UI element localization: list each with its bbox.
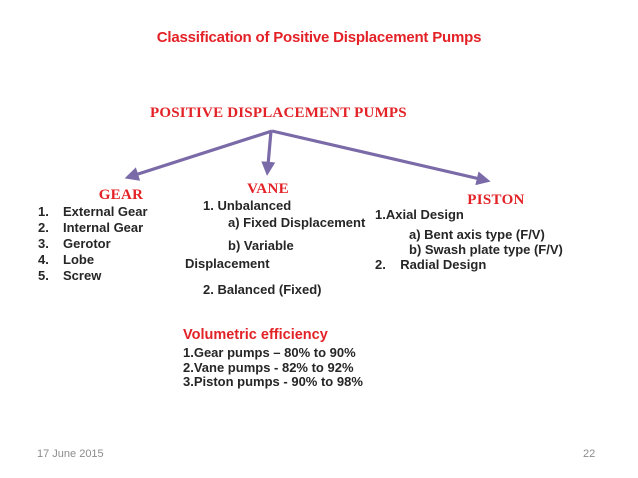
efficiency-line: 2.Vane pumps - 82% to 92%: [183, 359, 354, 375]
arrow-to-piston: [271, 129, 491, 186]
vane-line: Displacement: [185, 256, 270, 271]
efficiency-heading: Volumetric efficiency: [183, 327, 328, 343]
vane-heading: VANE: [247, 181, 289, 197]
item-text: Gerotor: [63, 236, 111, 251]
item-number: 1.: [38, 204, 49, 219]
piston-line: a) Bent axis type (F/V): [409, 227, 545, 242]
root-node-label: POSITIVE DISPLACEMENT PUMPS: [150, 105, 407, 121]
item-number: 3.: [38, 236, 49, 251]
footer-date: 17 June 2015: [37, 448, 104, 460]
item-text: External Gear: [63, 204, 148, 219]
item-number: 5.: [38, 268, 49, 283]
slide-title: Classification of Positive Displacement …: [156, 29, 482, 46]
efficiency-list: 1.Gear pumps – 80% to 90% 2.Vane pumps -…: [183, 345, 363, 390]
item-text: Lobe: [63, 252, 95, 267]
gear-heading: GEAR: [98, 187, 144, 203]
item-number: 4.: [38, 252, 49, 267]
arrow-to-gear: [124, 129, 273, 181]
list-item: 3. Gerotor: [38, 236, 148, 252]
vane-line: b) Variable: [228, 238, 294, 253]
list-item: 4. Lobe: [38, 252, 148, 268]
piston-line: b) Swash plate type (F/V): [409, 242, 563, 257]
arrow-to-vane: [261, 130, 276, 176]
piston-line: 1.Axial Design: [375, 207, 464, 222]
footer-page-number: 22: [583, 448, 596, 460]
vane-line: 2. Balanced (Fixed): [203, 282, 322, 297]
piston-heading: PISTON: [467, 192, 525, 208]
vane-line: a) Fixed Displacement: [228, 215, 366, 230]
item-text: Screw: [63, 268, 102, 283]
vane-line: 1. Unbalanced: [203, 198, 292, 213]
gear-list: 1. External Gear 2. Internal Gear 3. Ger…: [38, 204, 148, 284]
list-item: 5. Screw: [38, 268, 148, 284]
piston-line: 2. Radial Design: [375, 257, 487, 272]
list-item: 1. External Gear: [38, 204, 148, 220]
efficiency-line: 3.Piston pumps - 90% to 98%: [183, 374, 363, 390]
list-item: 2. Internal Gear: [38, 220, 148, 236]
item-number: 2.: [38, 220, 49, 235]
efficiency-line: 1.Gear pumps – 80% to 90%: [183, 345, 356, 360]
item-text: Internal Gear: [63, 220, 144, 235]
